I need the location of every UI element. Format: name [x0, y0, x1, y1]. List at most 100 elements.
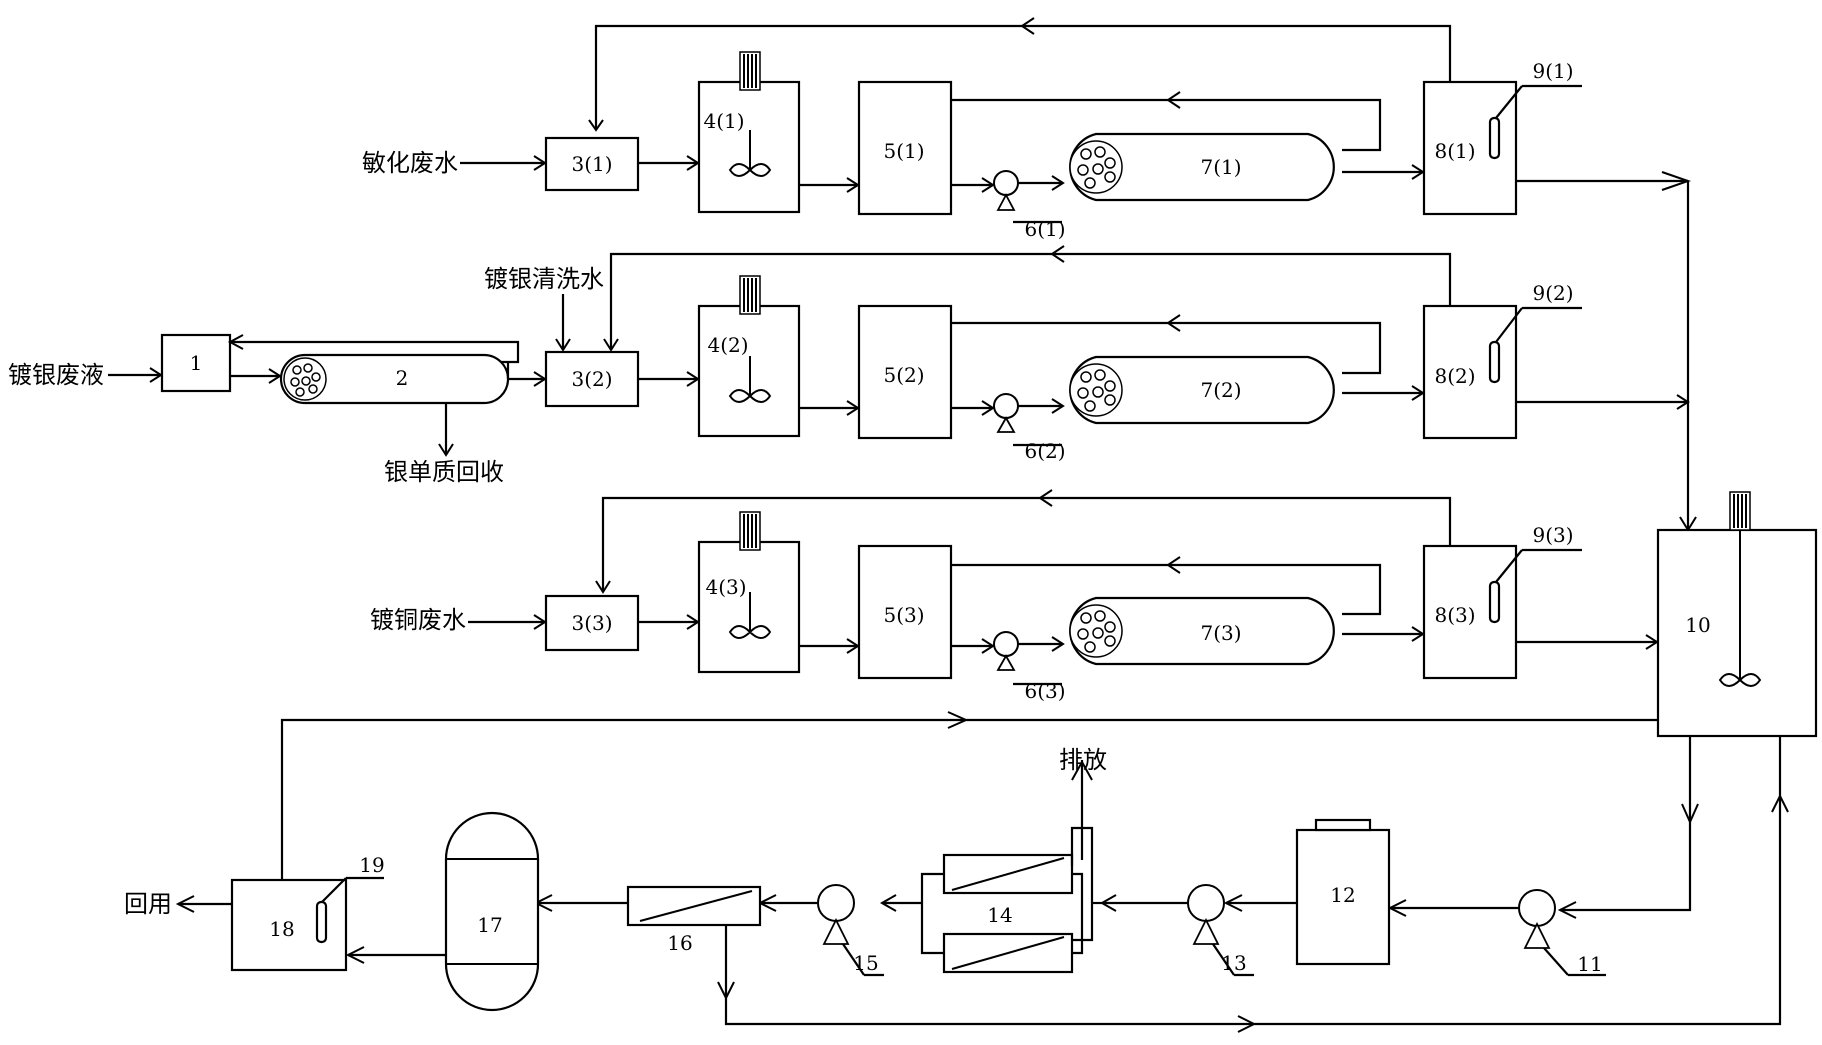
- label-5-2: 5(2): [883, 363, 924, 387]
- arrowhead: [1051, 175, 1065, 191]
- arrowhead: [1051, 398, 1065, 414]
- pump-6-1: [993, 170, 1019, 211]
- leader: [1495, 307, 1523, 343]
- arrowhead: [603, 338, 619, 352]
- label-8-2: 8(2): [1434, 364, 1475, 388]
- leader: [1212, 943, 1235, 976]
- unit-3-2: [544, 350, 640, 408]
- pump-13: [1187, 884, 1225, 945]
- concentrate-to-10: [724, 736, 1782, 1026]
- unit-7-1-membrane: [1069, 132, 1335, 202]
- leader: [842, 943, 865, 976]
- arrowhead: [345, 946, 365, 964]
- bottom-train: 11 12 13 14: [124, 736, 1789, 1033]
- unit-10-tank: 10: [1656, 491, 1818, 738]
- unit-8-1: [1422, 80, 1518, 216]
- concentrate-return: [951, 563, 1382, 616]
- motor-icon: [739, 511, 761, 551]
- pump-6-2: [993, 393, 1019, 433]
- arrowhead: [175, 895, 195, 913]
- arrowhead: [1681, 803, 1699, 825]
- unit-14-ro-array: 14: [920, 760, 1102, 974]
- line-row-2: 镀银废液 1 2 银单质回收 镀银清洗水 3(2): [8, 245, 1690, 486]
- arrowhead: [1166, 91, 1181, 109]
- label-7-3: 7(3): [1200, 621, 1241, 645]
- line-row-1: 敏化废水 3(1) 4(1) 5(1) 6(1) 7: [362, 17, 1692, 241]
- membrane-bundle-icon: [1069, 363, 1123, 417]
- arrowhead: [1020, 17, 1035, 35]
- label-14: 14: [987, 903, 1012, 927]
- leader: [321, 877, 347, 903]
- label-10: 10: [1685, 613, 1710, 637]
- input-sensitizing-wastewater: 敏化废水: [362, 149, 458, 177]
- arrowhead: [1771, 793, 1789, 813]
- input-silver-rinse-water: 镀银清洗水: [484, 265, 604, 293]
- output-silver-recovery: 银单质回收: [384, 458, 504, 486]
- probe-9-2: [1488, 340, 1501, 384]
- label-13: 13: [1221, 951, 1246, 975]
- label-8-1: 8(1): [1434, 139, 1475, 163]
- arrowhead: [1051, 636, 1065, 652]
- overflow-return: [609, 252, 1452, 350]
- label-8-3: 8(3): [1434, 603, 1475, 627]
- arrowhead: [1237, 1015, 1257, 1033]
- arrowhead: [1223, 894, 1243, 912]
- arrowhead: [588, 119, 604, 132]
- probe-9-3: [1488, 580, 1501, 624]
- leader: [1495, 549, 1523, 583]
- label-3-2: 3(2): [571, 367, 612, 391]
- unit-7-2-membrane: [1069, 355, 1335, 425]
- membrane-bundle-icon: [1069, 604, 1123, 658]
- label-1: 1: [190, 351, 203, 375]
- unit-18-tank: 18: [230, 878, 348, 972]
- label-15: 15: [853, 951, 878, 975]
- output-reuse: 回用: [124, 890, 172, 918]
- unit-5-1: [857, 80, 953, 216]
- arrowhead: [879, 894, 897, 912]
- arrowhead: [1557, 901, 1577, 919]
- unit-2-electrolyzer: [279, 353, 510, 405]
- pump-11: [1518, 889, 1556, 949]
- arrowhead: [1038, 489, 1053, 507]
- arrowhead: [947, 711, 969, 729]
- arrowhead: [595, 580, 611, 594]
- label-7-1: 7(1): [1200, 155, 1241, 179]
- label-17: 17: [477, 913, 502, 937]
- label-5-3: 5(3): [883, 603, 924, 627]
- label-9-1: 9(1): [1532, 59, 1573, 83]
- line-row-3: 镀铜废水 3(3) 4(3) 5(3) 6(3) 7: [370, 489, 1659, 703]
- pipe: [1560, 736, 1692, 912]
- arrowhead: [717, 981, 735, 1001]
- unit-3-3: [544, 594, 640, 652]
- reuse-line: [280, 718, 1658, 880]
- label-3-3: 3(3): [571, 611, 612, 635]
- pump-6-3: [993, 631, 1019, 671]
- membrane-bundle-icon: [1069, 140, 1123, 194]
- unit-8-3: [1422, 544, 1518, 680]
- label-9-3: 9(3): [1532, 523, 1573, 547]
- probe-9-1: [1488, 116, 1501, 160]
- arrowhead: [1166, 314, 1181, 332]
- label-5-1: 5(1): [883, 139, 924, 163]
- unit-8-2: [1422, 304, 1518, 440]
- arrowhead: [438, 443, 454, 457]
- label-7-2: 7(2): [1200, 378, 1241, 402]
- motor-icon: [1729, 491, 1751, 531]
- arrowhead: [981, 638, 995, 654]
- arrowhead: [981, 177, 995, 193]
- concentrate-return: [951, 98, 1382, 152]
- arrowhead: [555, 338, 571, 352]
- unit-5-2: [857, 304, 953, 440]
- unit-5-3: [857, 544, 953, 680]
- leader: [1495, 85, 1523, 119]
- label-11: 11: [1577, 952, 1602, 976]
- unit-17-vessel: 17: [444, 811, 540, 1012]
- label-9-2: 9(2): [1532, 281, 1573, 305]
- unit-1: [160, 333, 232, 393]
- concentrate-return: [951, 321, 1382, 375]
- label-6-1: 6(1): [1024, 217, 1065, 241]
- motor-icon: [739, 275, 761, 315]
- arrowhead: [981, 400, 995, 416]
- membrane-bundle-icon: [283, 357, 327, 401]
